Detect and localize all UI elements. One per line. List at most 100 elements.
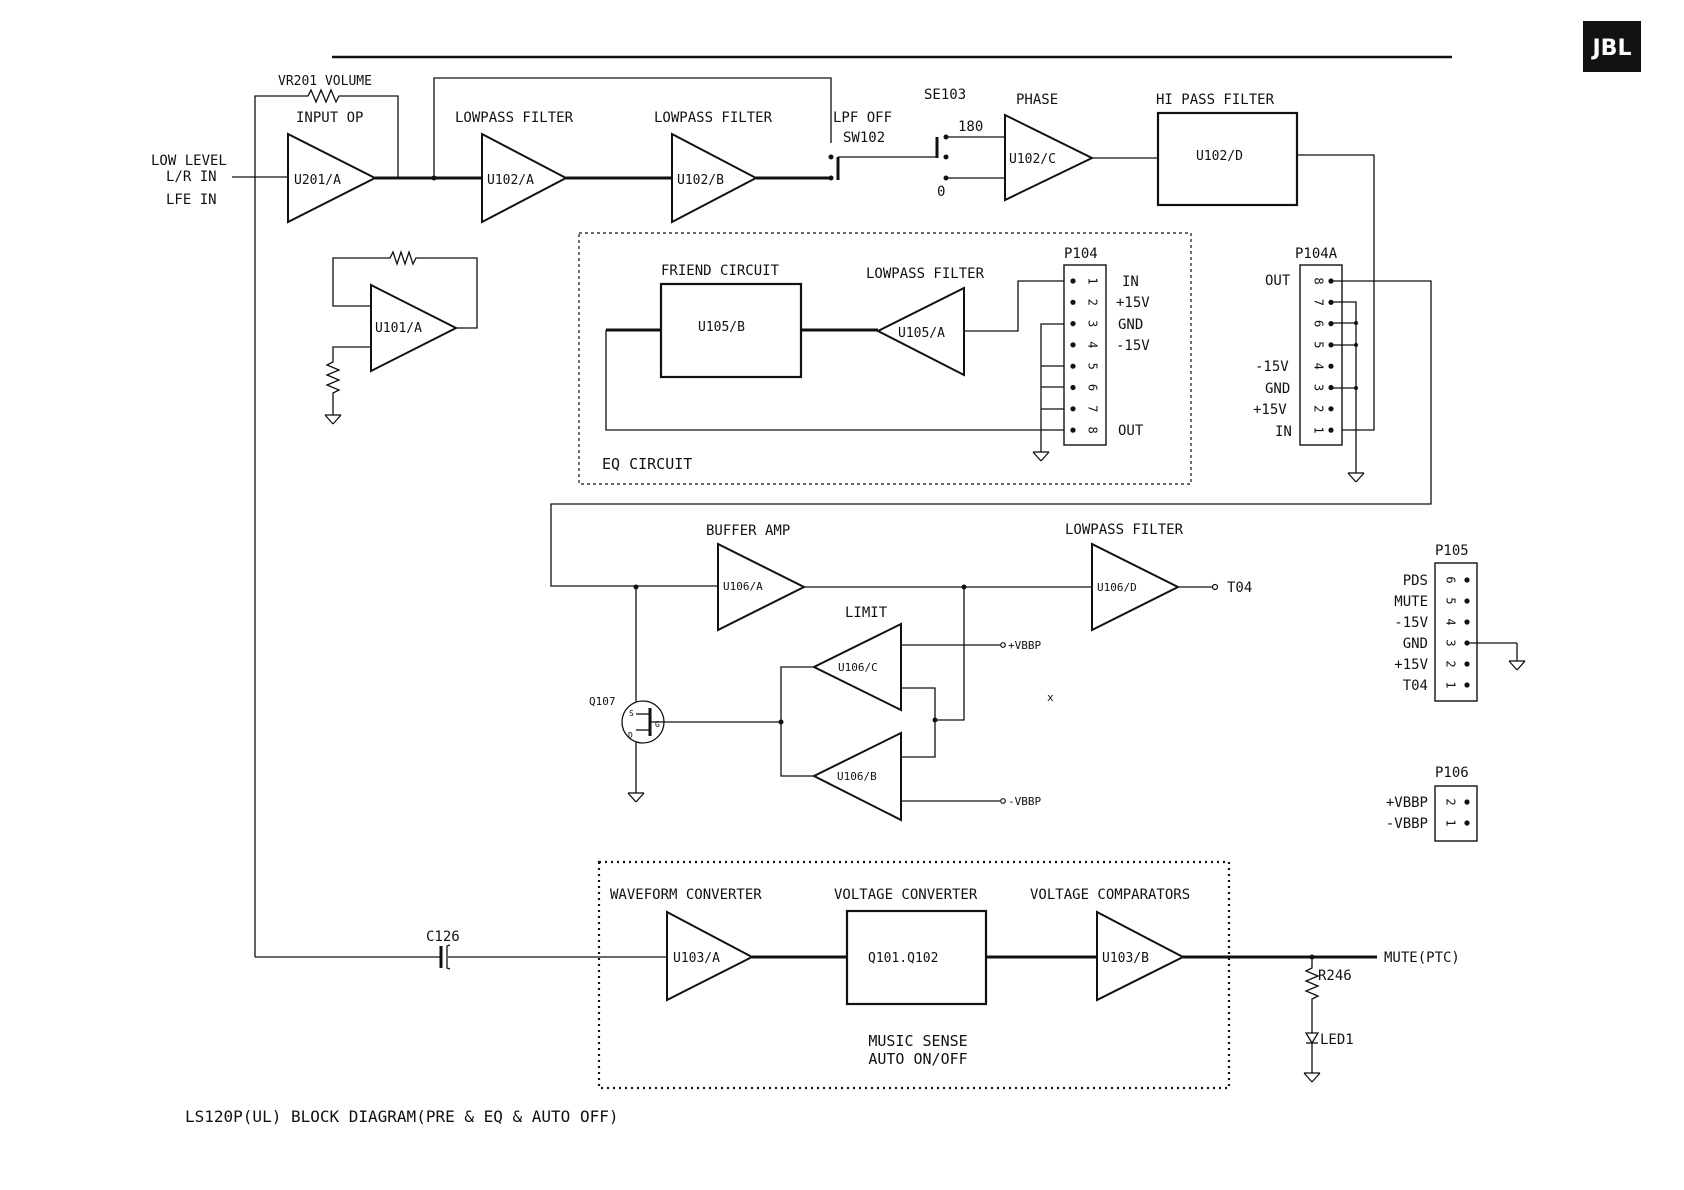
- p104a-out-label: OUT: [1265, 273, 1291, 289]
- p104-out-wire: [605, 330, 1073, 431]
- p104a-pin-dot: [1328, 363, 1334, 369]
- sw102-contact: [828, 154, 834, 160]
- ground-symbol: [1032, 451, 1050, 462]
- p106-connector: [1434, 785, 1478, 842]
- u101a-ground-resistor: [325, 346, 371, 415]
- p105-pin-dot: [1464, 598, 1470, 604]
- u102c-label: U102/C: [1009, 152, 1056, 167]
- eq-lowpass-label: LOWPASS FILTER: [866, 266, 985, 282]
- p105-pin-number: 5: [1444, 597, 1458, 604]
- hipass-label: HI PASS FILTER: [1156, 92, 1275, 108]
- vbbp-neg-terminal: [1000, 798, 1006, 804]
- p106-pin-number: 2: [1444, 798, 1458, 805]
- p106-pin-dot: [1464, 820, 1470, 826]
- p104-pin-dot: [1070, 427, 1076, 433]
- p104-pin-dot: [1070, 321, 1076, 327]
- p105-pin-signal: PDS: [1403, 573, 1428, 589]
- p105-pin-number: 3: [1444, 639, 1458, 646]
- p104-pin-number: 3: [1086, 320, 1100, 327]
- phase-label: PHASE: [1016, 92, 1058, 108]
- p105-pin-number: 6: [1444, 576, 1458, 583]
- p104-pin-number: 2: [1086, 299, 1100, 306]
- lpf-off-label: LPF OFF: [833, 110, 892, 126]
- waveform-amp: [666, 910, 755, 1002]
- junction-dot: [633, 584, 639, 590]
- p104-pin-number: 5: [1086, 363, 1100, 370]
- p105-pin-signal: T04: [1403, 678, 1428, 694]
- p104-out-label: OUT: [1118, 423, 1144, 439]
- p105-pin-number: 1: [1444, 681, 1458, 688]
- p106-pin-dot: [1464, 799, 1470, 805]
- low-level-label: LOW LEVEL: [151, 153, 227, 169]
- p105-pin-signal: -15V: [1394, 615, 1428, 631]
- u105b-label: U105/B: [698, 320, 745, 335]
- u106a-label: U106/A: [723, 580, 763, 593]
- limit-label: LIMIT: [845, 605, 888, 621]
- p104a-connector: [1299, 264, 1343, 446]
- u101a-feedback-resistor: [332, 249, 478, 329]
- ground-symbol: [627, 792, 645, 803]
- p104a-pin-number: 5: [1312, 341, 1326, 348]
- u102a-label: U102/A: [487, 173, 534, 188]
- p105-pin-signal: GND: [1403, 636, 1428, 652]
- vbbp-pos-label: +VBBP: [1008, 639, 1041, 652]
- limit-output-wire: [780, 666, 814, 777]
- q101-q102-label: Q101.Q102: [868, 951, 938, 966]
- t04-label: T04: [1227, 580, 1252, 596]
- lfe-in-label: LFE IN: [166, 192, 217, 208]
- ground-symbol: [324, 414, 342, 425]
- p104a-pin-number: 2: [1312, 405, 1326, 412]
- out-lowpass-amp: [1091, 542, 1181, 632]
- p104a-gnd-label: GND: [1265, 381, 1290, 397]
- se103-0-label: 0: [937, 184, 945, 200]
- lowpass2-label: LOWPASS FILTER: [654, 110, 773, 126]
- friend-circuit-label: FRIEND CIRCUIT: [661, 263, 780, 279]
- mute-ptc-label: MUTE(PTC): [1384, 950, 1460, 966]
- p105-pin-signal: +15V: [1394, 657, 1428, 673]
- p104a-pin-number: 3: [1312, 384, 1326, 391]
- hipass-out-wire: [1297, 154, 1375, 431]
- p104a-pin-number: 7: [1312, 299, 1326, 306]
- comparators-label: VOLTAGE COMPARATORS: [1030, 887, 1190, 903]
- u106d-label: U106/D: [1097, 581, 1137, 594]
- ground-symbol: [1303, 1072, 1321, 1083]
- p104-pin-dot: [1070, 278, 1076, 284]
- r246-resistor: [1304, 957, 1320, 1033]
- sw102-contact: [828, 175, 834, 181]
- se103-180-label: 180: [958, 119, 983, 135]
- p106-pin-signal: +VBBP: [1386, 795, 1428, 811]
- p104a-15v-label: +15V: [1253, 402, 1287, 418]
- p104a-out-return-wire: [550, 280, 1432, 587]
- eq-circuit-label: EQ CIRCUIT: [602, 455, 692, 473]
- c126-plate: [446, 944, 451, 970]
- friend-circuit-block: [659, 282, 803, 379]
- p104-pin-number: 4: [1086, 341, 1100, 348]
- waveform-label: WAVEFORM CONVERTER: [610, 887, 762, 903]
- p104-pin-number: 8: [1086, 426, 1100, 433]
- led1-label: LED1: [1320, 1032, 1354, 1048]
- jbl-logo: [1583, 21, 1641, 72]
- se103-contact: [943, 154, 949, 160]
- diagram-caption: LS120P(UL) BLOCK DIAGRAM(PRE & EQ & AUTO…: [185, 1107, 618, 1126]
- p104-pin-number: 6: [1086, 384, 1100, 391]
- t04-terminal: [1211, 583, 1219, 591]
- p105-pin-dot: [1464, 682, 1470, 688]
- p104-pin-dot: [1070, 384, 1076, 391]
- stray-mark: x: [1047, 691, 1054, 704]
- music-sense-boundary: [597, 860, 1231, 1090]
- p104-15v-label: +15V: [1116, 295, 1150, 311]
- p104-m15v-label: -15V: [1116, 338, 1150, 354]
- ground-symbol: [1347, 472, 1365, 483]
- vr201-volume-resistor: [254, 88, 399, 179]
- junction-dot: [1354, 386, 1358, 390]
- phase-amp: [1004, 113, 1095, 202]
- lowpass2-amp: [671, 132, 759, 224]
- p105-pin-signal: MUTE: [1394, 594, 1428, 610]
- q107-s-label: S: [629, 709, 634, 718]
- buffer-amp: [717, 542, 807, 632]
- limit-input-wire: [901, 687, 936, 758]
- p104-pin-number: 1: [1086, 277, 1100, 284]
- p106-label: P106: [1435, 765, 1469, 781]
- q107-g-label: G: [655, 720, 660, 729]
